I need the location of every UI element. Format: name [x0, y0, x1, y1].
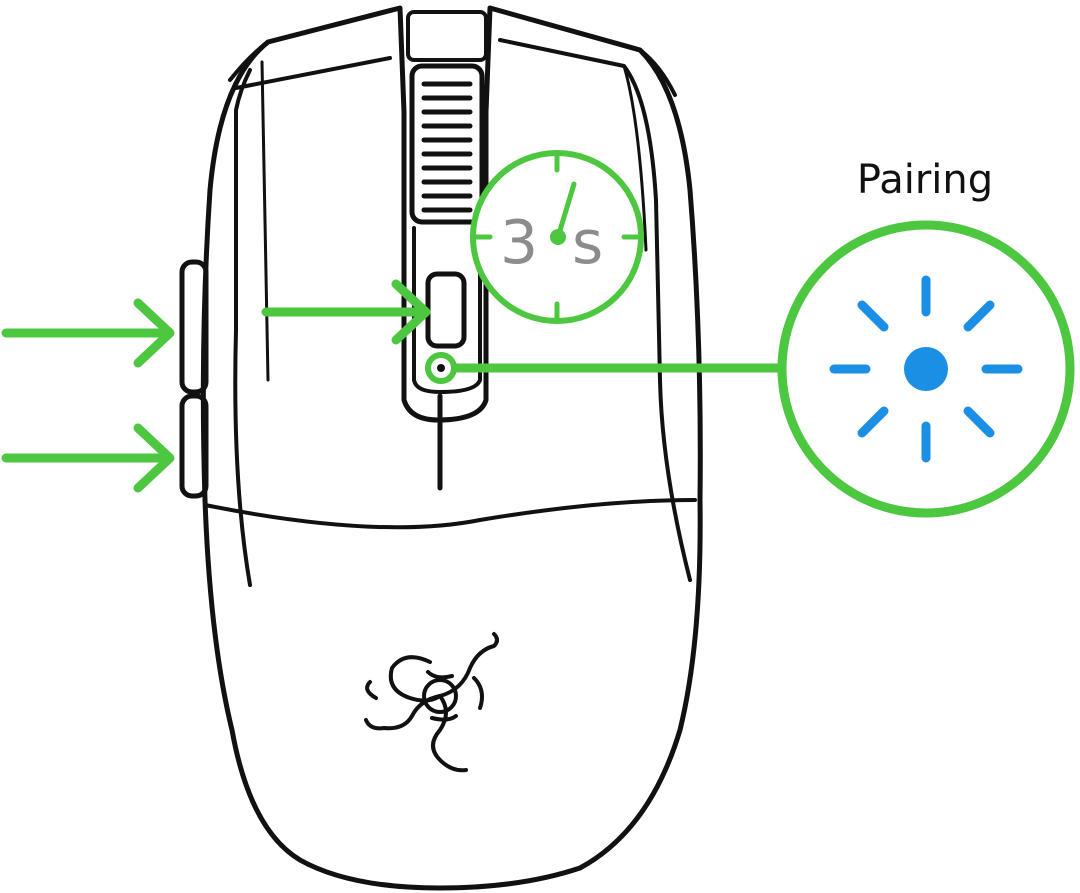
- timer-digit: 3: [500, 208, 538, 278]
- left-button-contour: [233, 56, 392, 587]
- arrow-profile-button: [261, 279, 431, 345]
- side-button-forward: [179, 259, 209, 395]
- led-light-icon: [777, 220, 1075, 518]
- scroll-wheel: [409, 63, 485, 225]
- arrow-icon: [1, 279, 431, 493]
- razer-logo-icon: [364, 632, 499, 773]
- mouse-outline: [179, 5, 703, 891]
- stopwatch-icon: 3 s: [470, 150, 644, 324]
- arrow-side-top: [1, 298, 175, 368]
- right-button-contour: [498, 38, 692, 582]
- led-connector: [425, 352, 780, 384]
- pairing-label: Pairing: [856, 157, 994, 203]
- profile-button: [425, 271, 467, 349]
- timer-unit: s: [572, 208, 603, 278]
- side-button-back: [179, 393, 209, 499]
- arrow-side-bottom: [1, 423, 175, 493]
